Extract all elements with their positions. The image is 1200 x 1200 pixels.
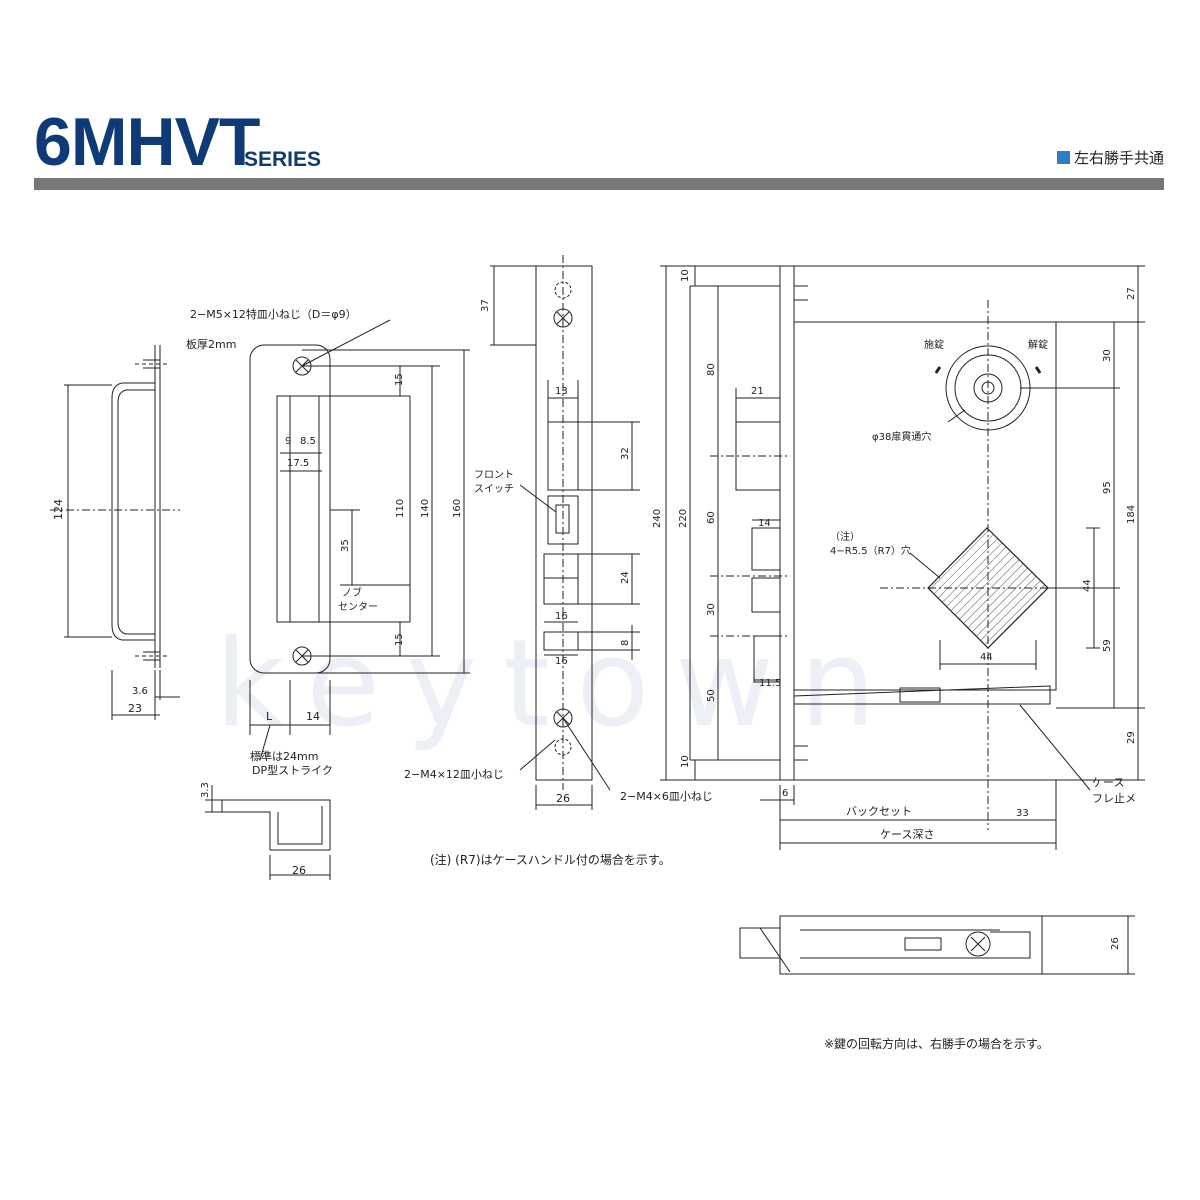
note-mark: （注） xyxy=(830,530,860,543)
strike-side-view xyxy=(50,345,180,720)
dim-33-body: 33 xyxy=(1016,808,1029,819)
dim-220: 220 xyxy=(678,509,689,528)
dim-3-3: 3.3 xyxy=(200,782,211,798)
knob-center-label-2: センター xyxy=(338,601,378,613)
dim-15a: 15 xyxy=(394,373,405,386)
dim-8: 8 xyxy=(620,640,631,646)
dim-L: L xyxy=(266,710,273,723)
dim-95: 95 xyxy=(1102,481,1113,494)
dim-10b: 10 xyxy=(680,755,691,768)
series-label: SERIES xyxy=(244,148,322,171)
strike-front-view xyxy=(249,319,470,761)
rotation-note: ※鍵の回転方向は、右勝手の場合を示す。 xyxy=(824,1036,1049,1051)
front-switch-label-2: スイッチ xyxy=(474,483,514,495)
dim-16b: 16 xyxy=(555,656,568,667)
case-label: ケース xyxy=(1092,776,1124,789)
plate-thickness-label: 板厚2mm xyxy=(186,337,236,351)
dim-59: 59 xyxy=(1102,639,1113,652)
front-plate-view xyxy=(490,255,640,810)
standard-24mm-label: 標準は24mm xyxy=(250,749,318,763)
dim-110: 110 xyxy=(395,499,406,518)
dp-strike-view xyxy=(205,785,331,880)
dim-17-5: 17.5 xyxy=(287,458,309,469)
dim-140: 140 xyxy=(420,499,431,518)
r7-note: (注) (R7)はケースハンドル付の場合を示す。 xyxy=(430,852,671,867)
dim-3-6: 3.6 xyxy=(132,686,148,697)
lock-body-view xyxy=(660,265,1145,850)
dim-26-front: 26 xyxy=(556,792,570,805)
footnotes: (注) (R7)はケースハンドル付の場合を示す。 ※鍵の回転方向は、右勝手の場合… xyxy=(430,852,1049,1051)
dim-11-5: 11.5 xyxy=(759,678,781,689)
dim-14-strike: 14 xyxy=(306,710,320,723)
dim-60: 60 xyxy=(706,511,717,524)
screw-m4-12-label: 2−M4×12皿小ねじ xyxy=(404,768,504,781)
dim-16a: 16 xyxy=(555,611,568,622)
knob-center-label: ノブ xyxy=(342,586,362,599)
screw-m4-6-label: 2−M4×6皿小ねじ xyxy=(620,790,713,803)
dim-13: 13 xyxy=(555,386,568,397)
dim-10a: 10 xyxy=(680,269,691,282)
dim-29: 29 xyxy=(1126,731,1137,744)
dim-27: 27 xyxy=(1126,287,1137,300)
dim-35: 35 xyxy=(340,539,351,552)
dim-37: 37 xyxy=(480,299,491,312)
radius-hole-label: 4−R5.5（R7）穴 xyxy=(830,544,911,557)
dim-26-strike: 26 xyxy=(292,864,306,877)
front-labels: 37 13 32 フロント スイッチ 24 16 8 16 2−M4×12皿小ね… xyxy=(404,299,713,805)
dim-240: 240 xyxy=(652,509,663,528)
dp-strike-label: DP型ストライク xyxy=(252,763,333,777)
front-switch-label: フロント xyxy=(474,470,514,481)
dim-24: 24 xyxy=(620,571,631,584)
dim-30: 30 xyxy=(706,603,717,616)
square-bullet-icon xyxy=(1056,151,1070,164)
dim-21: 21 xyxy=(751,386,764,397)
tagline-text: 左右勝手共通 xyxy=(1073,149,1164,167)
dim-80: 80 xyxy=(706,363,717,376)
lock-label: 施錠 xyxy=(924,338,944,351)
dim-15b: 15 xyxy=(394,633,405,646)
case-stopper-label: フレ止メ xyxy=(1092,792,1136,805)
dim-14-body: 14 xyxy=(758,518,771,529)
door-hole-label: φ38扉貫通穴 xyxy=(872,430,931,443)
dim-160: 160 xyxy=(452,499,463,518)
dim-8-5: 8.5 xyxy=(300,436,316,447)
page-title: 6MHVT xyxy=(34,104,260,180)
unlock-label: 解錠 xyxy=(1028,338,1048,351)
header-divider xyxy=(34,178,1164,190)
bottom-view xyxy=(739,915,1135,975)
dim-23: 23 xyxy=(128,702,142,715)
strike-labels: 2−M5×12特皿小ねじ（D＝φ9） 板厚2mm 124 3.6 23 15 9… xyxy=(52,307,463,877)
dim-44-vertical: 44 xyxy=(1082,579,1093,592)
dim-6: 6 xyxy=(782,788,788,799)
tagline: 左右勝手共通 xyxy=(1056,147,1164,168)
dim-32: 32 xyxy=(620,447,631,460)
dim-50: 50 xyxy=(706,689,717,702)
watermark: keytown xyxy=(215,615,902,754)
dim-30-right: 30 xyxy=(1102,349,1113,362)
backset-label: バックセット xyxy=(846,805,912,818)
dim-9: 9 xyxy=(285,436,291,447)
dim-44-horizontal: 44 xyxy=(980,652,993,663)
dim-124: 124 xyxy=(52,499,65,520)
dim-26-bottom: 26 xyxy=(1110,937,1121,950)
case-depth-label: ケース深さ xyxy=(880,828,934,841)
strike-screw-label: 2−M5×12特皿小ねじ（D＝φ9） xyxy=(190,307,357,321)
body-labels: 10 240 220 80 60 30 50 10 21 14 11.5 施錠 … xyxy=(652,269,1137,950)
dim-184: 184 xyxy=(1126,505,1137,524)
